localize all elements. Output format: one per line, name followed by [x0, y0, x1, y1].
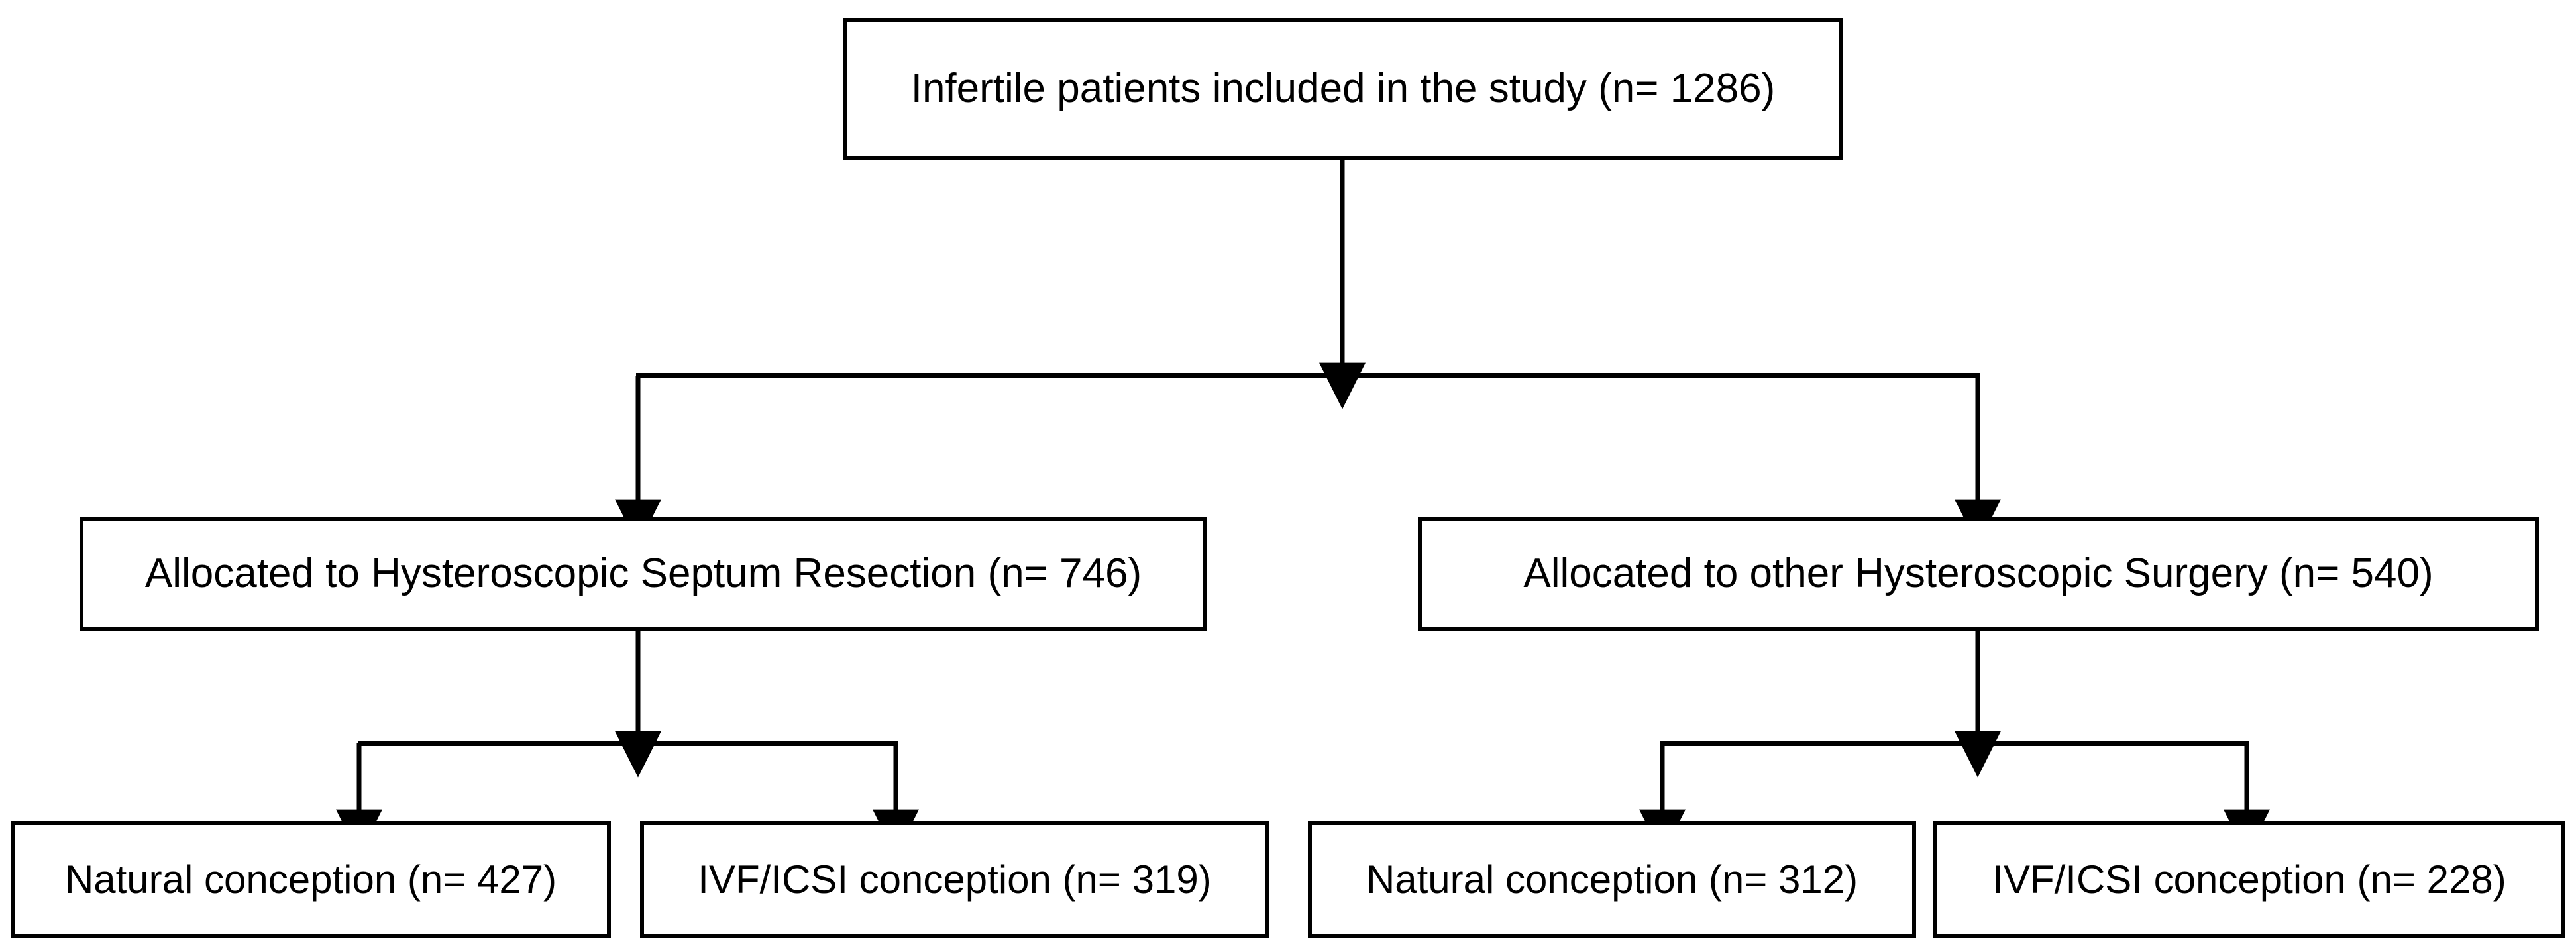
node-root-label: Infertile patients included in the study… [910, 65, 1776, 111]
node-septum-ivf-icsi-conception[interactable]: IVF/ICSI conception (n= 319) [640, 821, 1269, 938]
node-arm-septum-resection[interactable]: Allocated to Hysteroscopic Septum Resect… [80, 517, 1207, 631]
node-other-natural-conception[interactable]: Natural conception (n= 312) [1308, 821, 1916, 938]
node-other-natural-conception-label: Natural conception (n= 312) [1366, 857, 1858, 902]
node-septum-natural-conception-label: Natural conception (n= 427) [64, 857, 557, 902]
node-arm-other-surgery[interactable]: Allocated to other Hysteroscopic Surgery… [1418, 517, 2539, 631]
node-other-ivf-icsi-conception[interactable]: IVF/ICSI conception (n= 228) [1933, 821, 2565, 938]
node-arm-other-surgery-label: Allocated to other Hysteroscopic Surgery… [1523, 550, 2434, 596]
node-arm-septum-resection-label: Allocated to Hysteroscopic Septum Resect… [144, 550, 1142, 596]
node-root[interactable]: Infertile patients included in the study… [843, 18, 1843, 160]
node-septum-ivf-icsi-conception-label: IVF/ICSI conception (n= 319) [698, 857, 1212, 902]
node-septum-natural-conception[interactable]: Natural conception (n= 427) [11, 821, 611, 938]
node-other-ivf-icsi-conception-label: IVF/ICSI conception (n= 228) [1992, 857, 2506, 902]
